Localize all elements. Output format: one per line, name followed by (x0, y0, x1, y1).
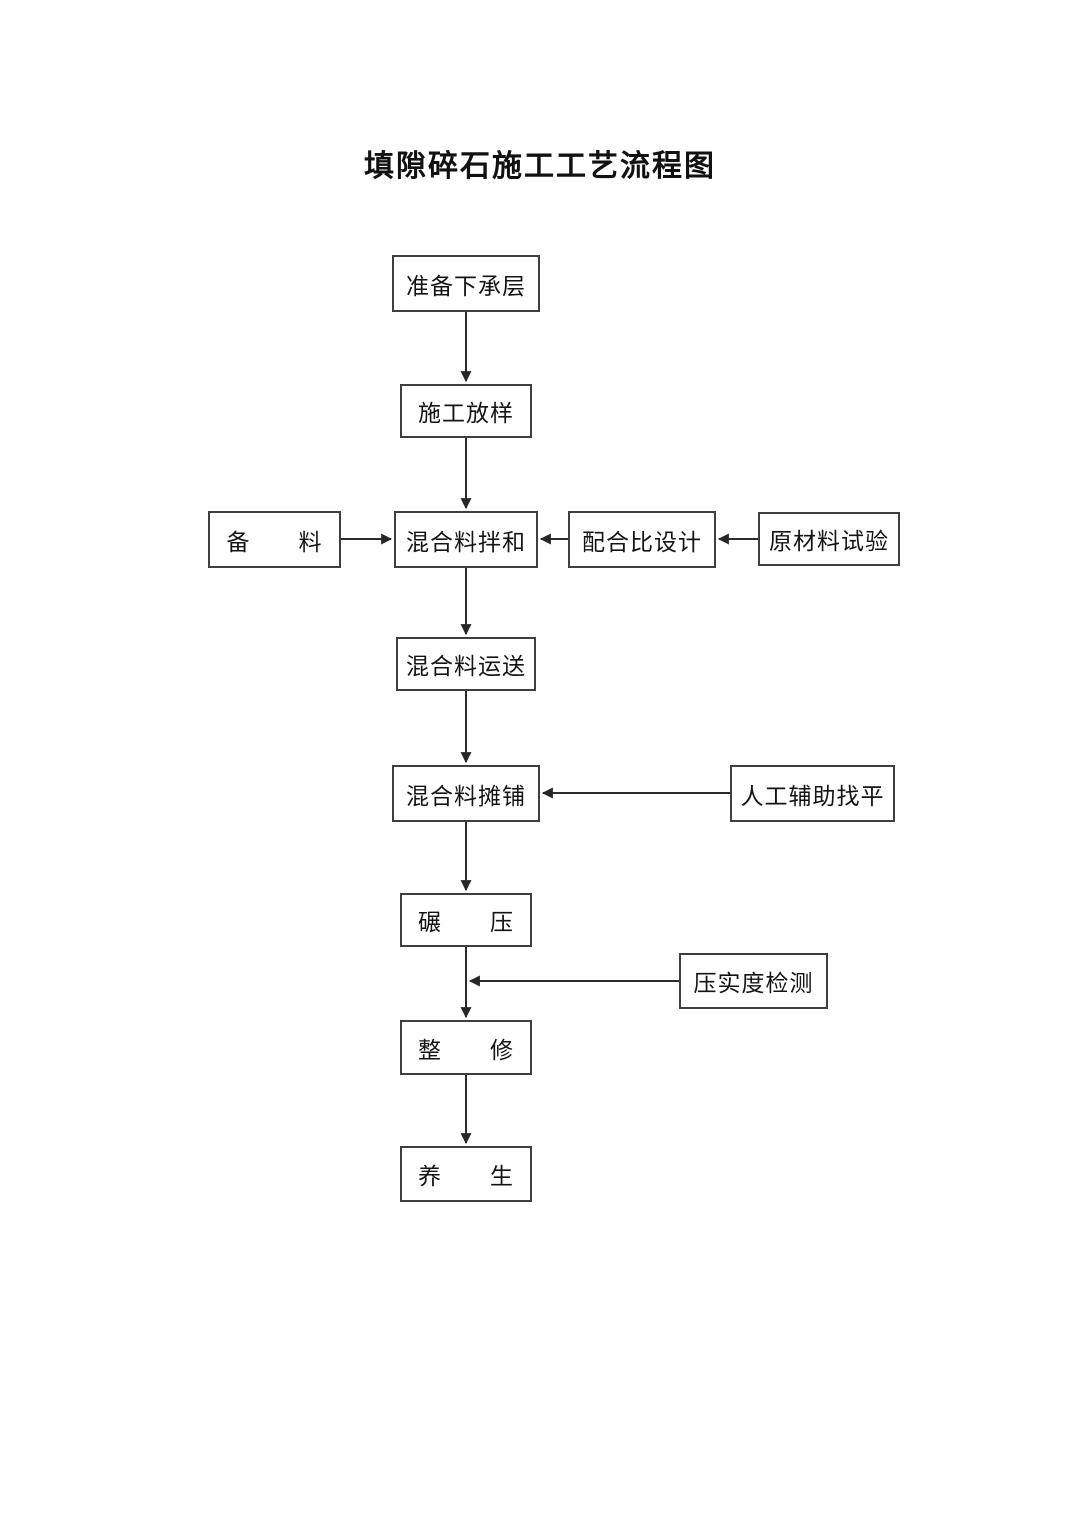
node-compaction-test: 压实度检测 (679, 953, 828, 1009)
node-mixture-transport: 混合料运送 (396, 637, 536, 691)
page-title: 填隙碎石施工工艺流程图 (364, 150, 716, 183)
node-mixture-mixing: 混合料拌和 (394, 511, 538, 568)
node-raw-material-test: 原材料试验 (758, 512, 900, 566)
node-construction-layout: 施工放样 (400, 384, 532, 438)
node-manual-leveling: 人工辅助找平 (730, 765, 895, 822)
node-curing: 养 生 (400, 1146, 532, 1202)
node-mixture-paving: 混合料摊铺 (392, 765, 540, 822)
node-prepare-subbase: 准备下承层 (392, 255, 540, 312)
node-material-preparation: 备 料 (208, 511, 341, 568)
node-finishing: 整 修 (400, 1020, 532, 1075)
node-rolling: 碾 压 (400, 893, 532, 947)
node-mix-ratio-design: 配合比设计 (568, 511, 716, 568)
